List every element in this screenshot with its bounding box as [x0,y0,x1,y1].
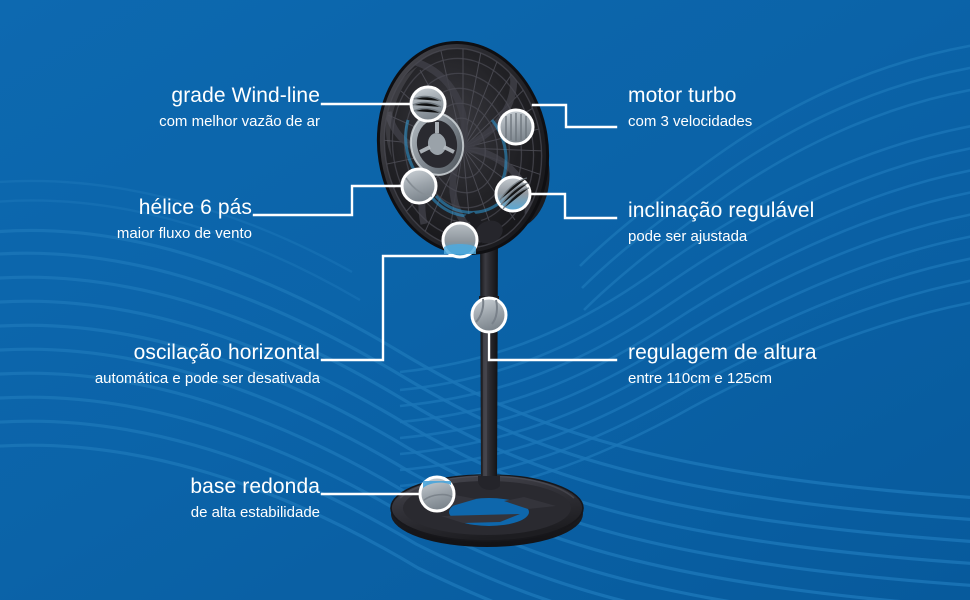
marker-oscilacao-horizontal[interactable] [441,221,479,259]
tilt-joint [464,212,503,244]
marker-regulagem-de-altura[interactable] [470,296,508,334]
callout-title: base redonda [190,475,320,498]
callout-helice-6-pas: hélice 6 pás maior fluxo de vento [0,196,252,243]
callout-title: grade Wind-line [171,84,320,107]
marker-grade-wind-line[interactable] [409,85,447,123]
callout-title: motor turbo [628,84,737,107]
callout-oscilacao-horizontal: oscilação horizontal automática e pode s… [0,341,320,388]
callout-subtitle: de alta estabilidade [190,503,320,521]
leader-line-regulagem-de-altura [487,330,618,362]
leader-line-oscilacao-horizontal [320,254,462,362]
callout-title: inclinação regulável [628,199,815,222]
marker-base-redonda[interactable] [418,475,456,513]
callout-base-redonda: base redonda de alta estabilidade [0,475,320,522]
callout-motor-turbo: motor turbo maior fluxo de vento com 3 v… [628,84,752,131]
marker-helice-6-pas[interactable] [400,167,438,205]
callout-subtitle: com 3 velocidades [628,112,753,130]
leader-line-motor-turbo [531,103,618,129]
marker-inclinacao-regulavel[interactable] [494,175,532,213]
callout-grade-wind-line: grade Wind-line com melhor vazão de ar [0,84,320,131]
callout-subtitle: entre 110cm e 125cm [628,369,772,387]
callout-markers [400,85,535,513]
leader-line-helice-6-pas [252,184,405,217]
callout-inclinacao-regulavel: inclinação regulável pode ser ajustada [628,199,814,246]
callout-subtitle: com melhor vazão de ar [159,112,320,130]
callout-regulagem-de-altura: regulagem de altura entre 110cm e 125cm [628,341,817,388]
callout-subtitle: automática e pode ser desativada [94,369,320,387]
callout-subtitle: pode ser ajustada [628,227,748,245]
callout-subtitle: maior fluxo de vento [116,224,252,242]
callout-title: oscilação horizontal [133,341,320,364]
callout-title: regulagem de altura [628,341,817,364]
callout-title: hélice 6 pás [138,196,252,219]
marker-motor-turbo[interactable] [497,108,535,146]
leader-line-inclinacao-regulavel [528,192,618,220]
wave-lines-top-left [0,179,361,302]
fan-hub-cap [409,112,465,176]
